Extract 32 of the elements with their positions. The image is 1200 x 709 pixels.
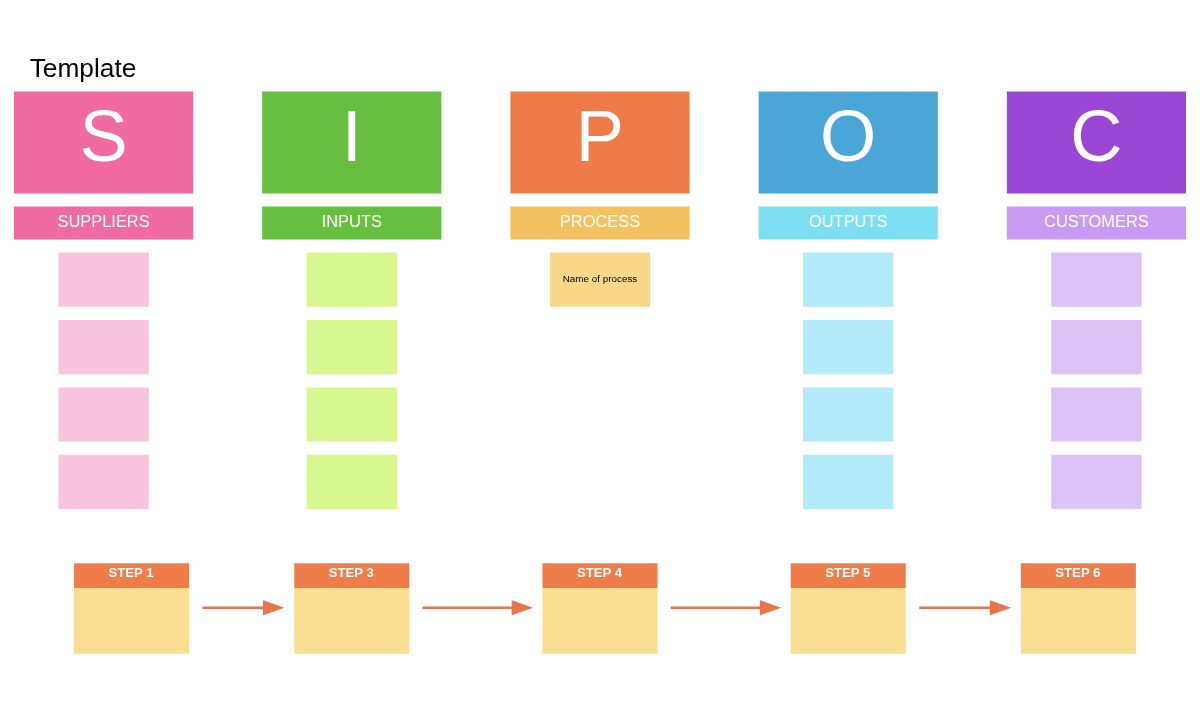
node-box <box>803 454 894 509</box>
node-box: P <box>510 91 690 194</box>
node-box: CUSTOMERS <box>1006 206 1186 240</box>
node-box <box>306 387 397 442</box>
arrow <box>422 600 534 616</box>
node-box: O <box>758 91 938 194</box>
arrow <box>670 600 782 616</box>
node-box <box>306 320 397 375</box>
node-box: C <box>1006 91 1186 194</box>
node-box: S <box>14 91 194 194</box>
node-box <box>1051 320 1142 375</box>
node-box <box>58 387 149 442</box>
node-box <box>803 252 894 307</box>
node-box <box>803 387 894 442</box>
diagram-title: Template <box>29 53 137 84</box>
node-box <box>1051 387 1142 442</box>
node-box <box>1051 252 1142 307</box>
node-box <box>58 320 149 375</box>
node-box: I <box>262 91 442 194</box>
node-box <box>1051 454 1142 509</box>
node-box <box>58 454 149 509</box>
node-box <box>803 320 894 375</box>
node-box <box>306 252 397 307</box>
node-box: PROCESS <box>510 206 690 240</box>
node-box: SUPPLIERS <box>14 206 194 240</box>
node-box <box>58 252 149 307</box>
node-box: INPUTS <box>262 206 442 240</box>
arrow <box>202 600 285 616</box>
node-box: Name of process <box>549 252 651 307</box>
node-box <box>306 454 397 509</box>
arrow <box>919 600 1012 616</box>
node-box: OUTPUTS <box>758 206 938 240</box>
